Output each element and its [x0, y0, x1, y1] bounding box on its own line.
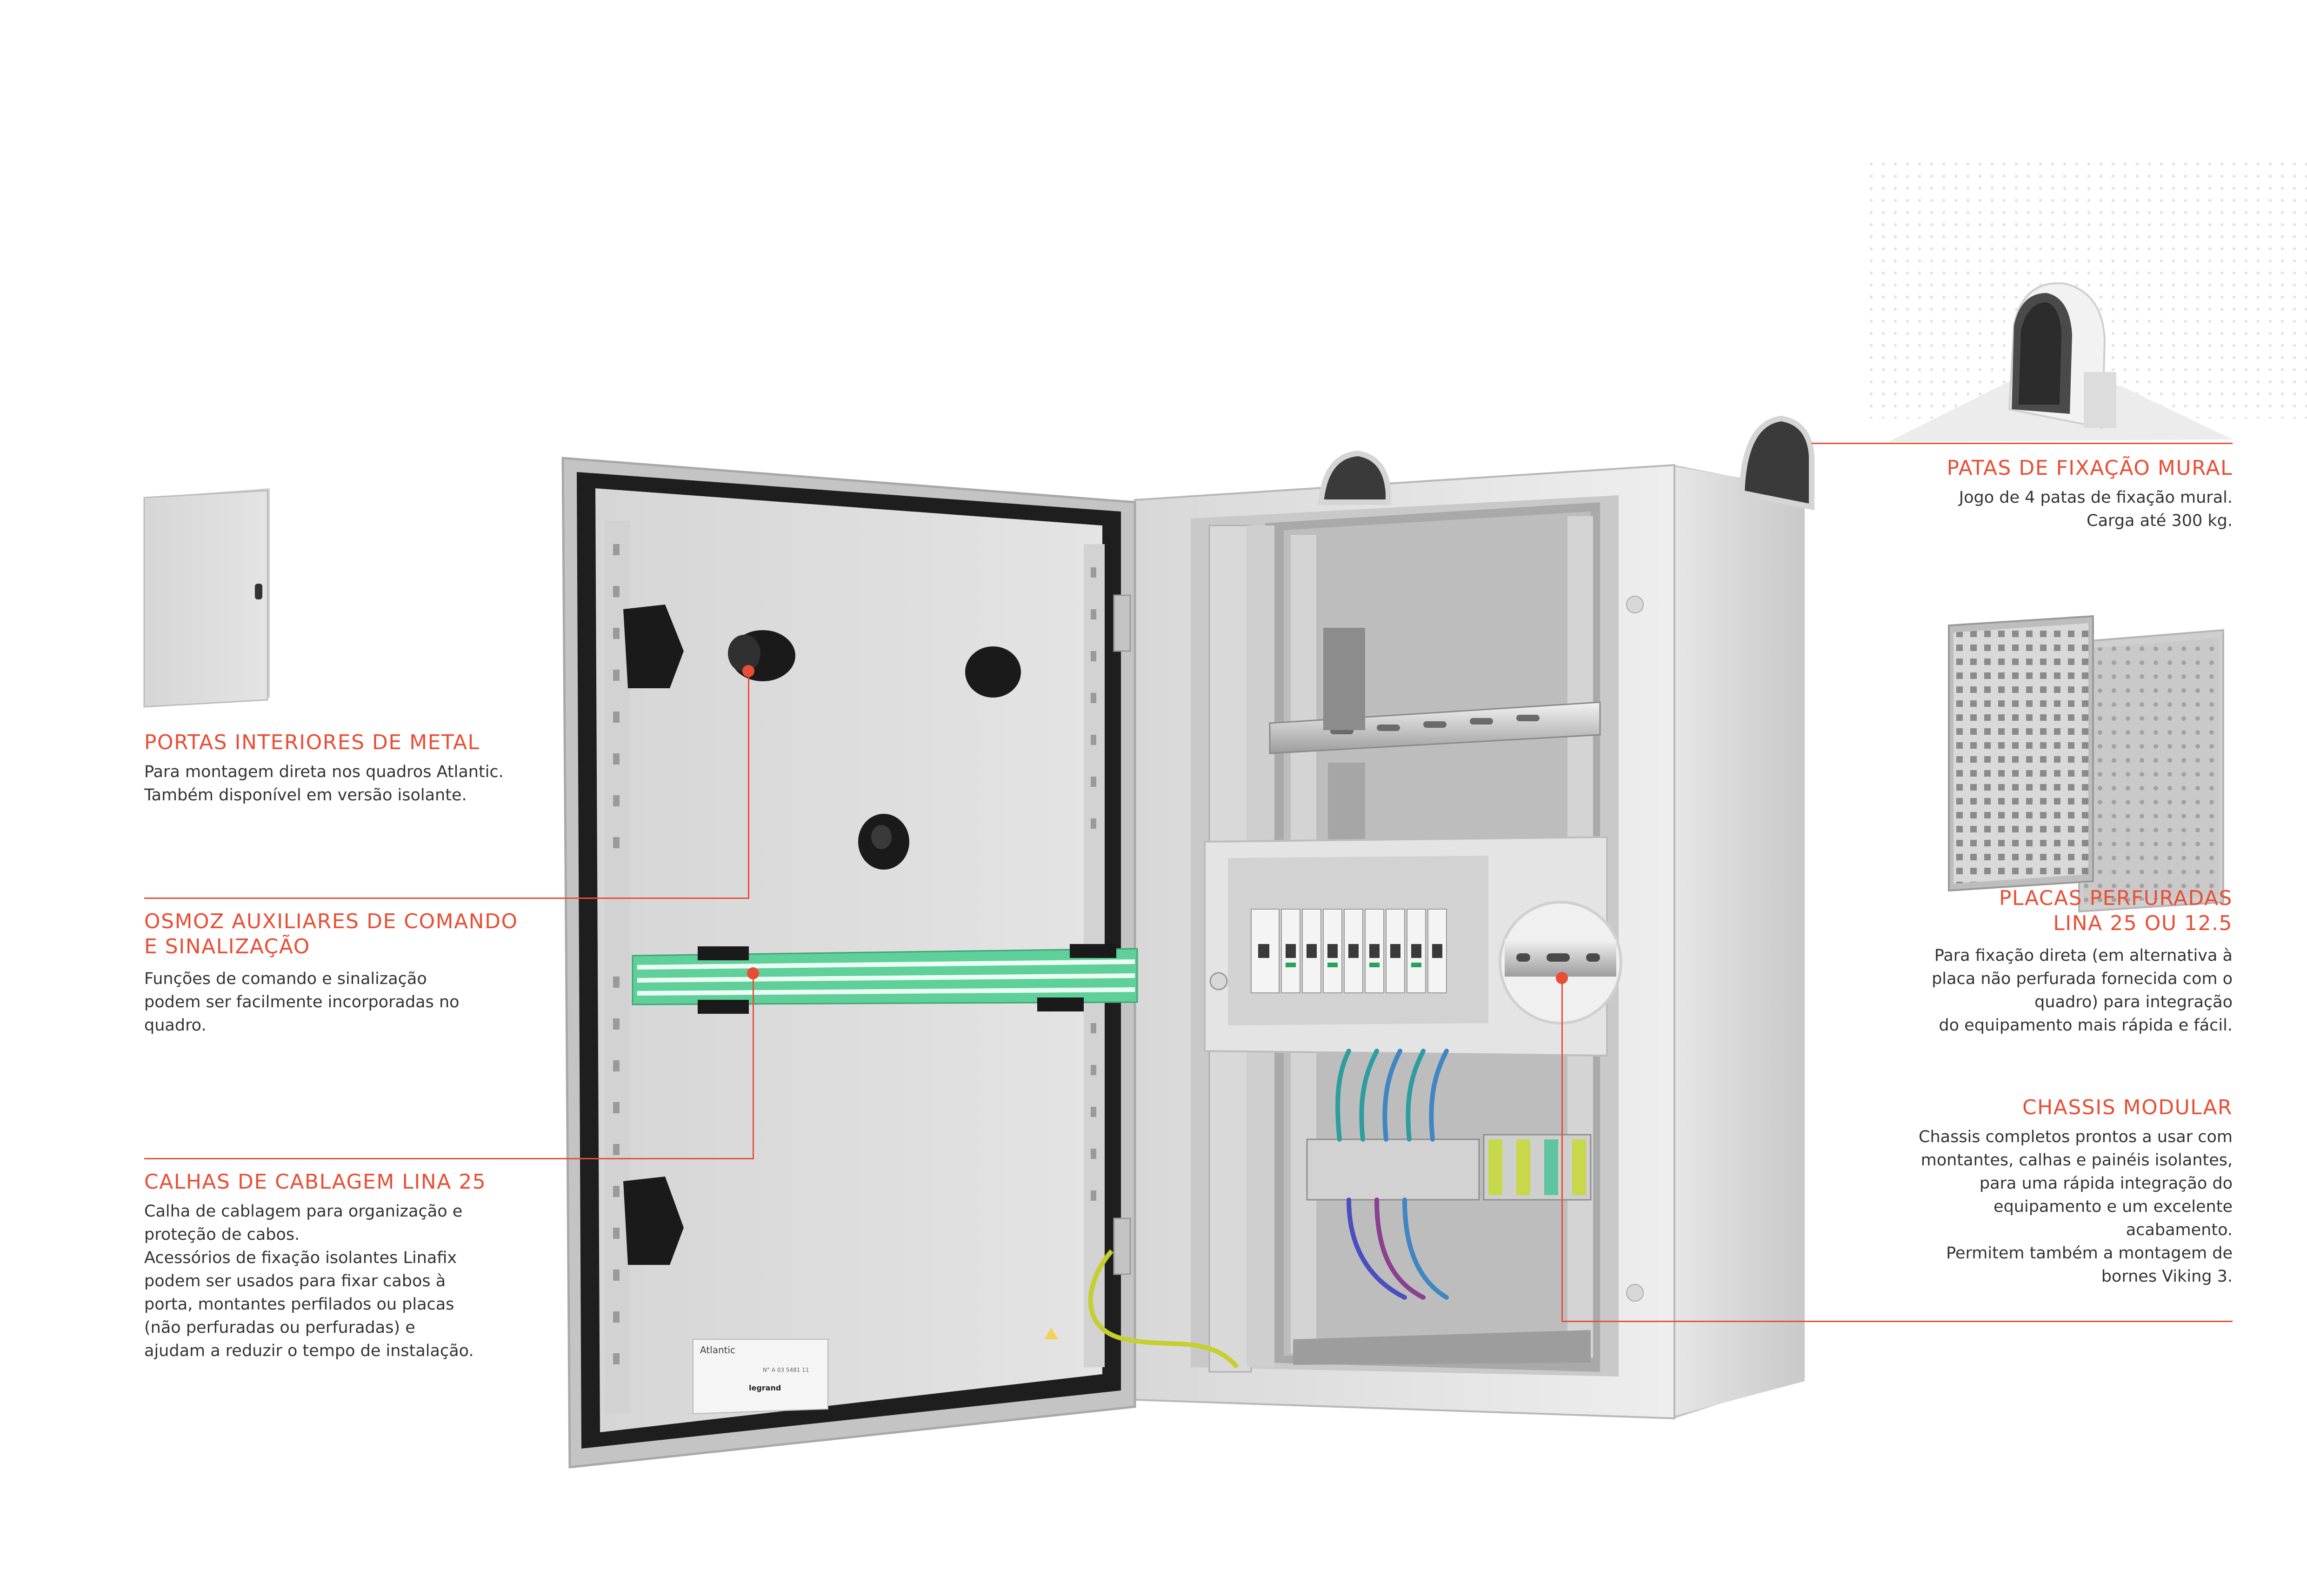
callout-line-patas: [1812, 443, 2233, 444]
chassis-description: Chassis completos prontos a usar com mon…: [1919, 1128, 2233, 1286]
callout-line-osmoz-h: [144, 898, 749, 899]
interior-door-image: [143, 488, 270, 708]
calhas-description: Calha de cablagem para organização e pro…: [144, 1202, 474, 1360]
label-plate-brand: Atlantic: [700, 1344, 735, 1356]
callout-line-calhas-v: [753, 972, 754, 1159]
callout-line-chassis-h: [1562, 1321, 2233, 1322]
label-plate-ref: N° A 03 5481 11: [763, 1367, 809, 1373]
label-plate-maker: legrand: [749, 1383, 781, 1392]
door-lock-icon: [623, 605, 684, 1265]
pilot-light-icon: [858, 646, 1021, 870]
wall-fixing-lug-image: [1888, 282, 2233, 442]
patas-title: PATAS DE FIXAÇÃO MURAL: [1947, 456, 2233, 480]
callout-line-chassis-v: [1561, 977, 1563, 1322]
placas-title: PLACAS PERFURADAS LINA 25 OU 12.5: [1999, 886, 2233, 935]
callout-dot-calhas: [747, 967, 759, 979]
placas-description: Para fixação direta (em alternativa à pl…: [1932, 946, 2233, 1035]
perforated-plate-image: [1948, 615, 2224, 913]
callout-dot-osmoz: [742, 665, 754, 677]
cabinet-image: Atlantic N° A 03 5481 11 legrand: [561, 415, 1814, 1469]
patas-description: Jogo de 4 patas de fixação mural. Carga …: [1959, 488, 2233, 530]
terminal-block-icon: [1306, 1134, 1592, 1201]
calhas-title: CALHAS DE CABLAGEM LINA 25: [144, 1170, 487, 1194]
osmoz-title: OSMOZ AUXILIARES DE COMANDO E SINALIZAÇÃ…: [144, 910, 518, 958]
callout-line-calhas-h: [144, 1158, 753, 1159]
callout-dot-chassis: [1556, 972, 1568, 984]
osmoz-description: Funções de comando e sinalização podem s…: [144, 970, 460, 1035]
chassis-title: CHASSIS MODULAR: [2022, 1096, 2233, 1119]
callout-line-osmoz-v: [748, 670, 749, 899]
doors-title: PORTAS INTERIORES DE METAL: [144, 731, 480, 754]
circuit-breaker-icon: [1251, 909, 1447, 993]
doors-description: Para montagem direta nos quadros Atlanti…: [144, 763, 504, 805]
